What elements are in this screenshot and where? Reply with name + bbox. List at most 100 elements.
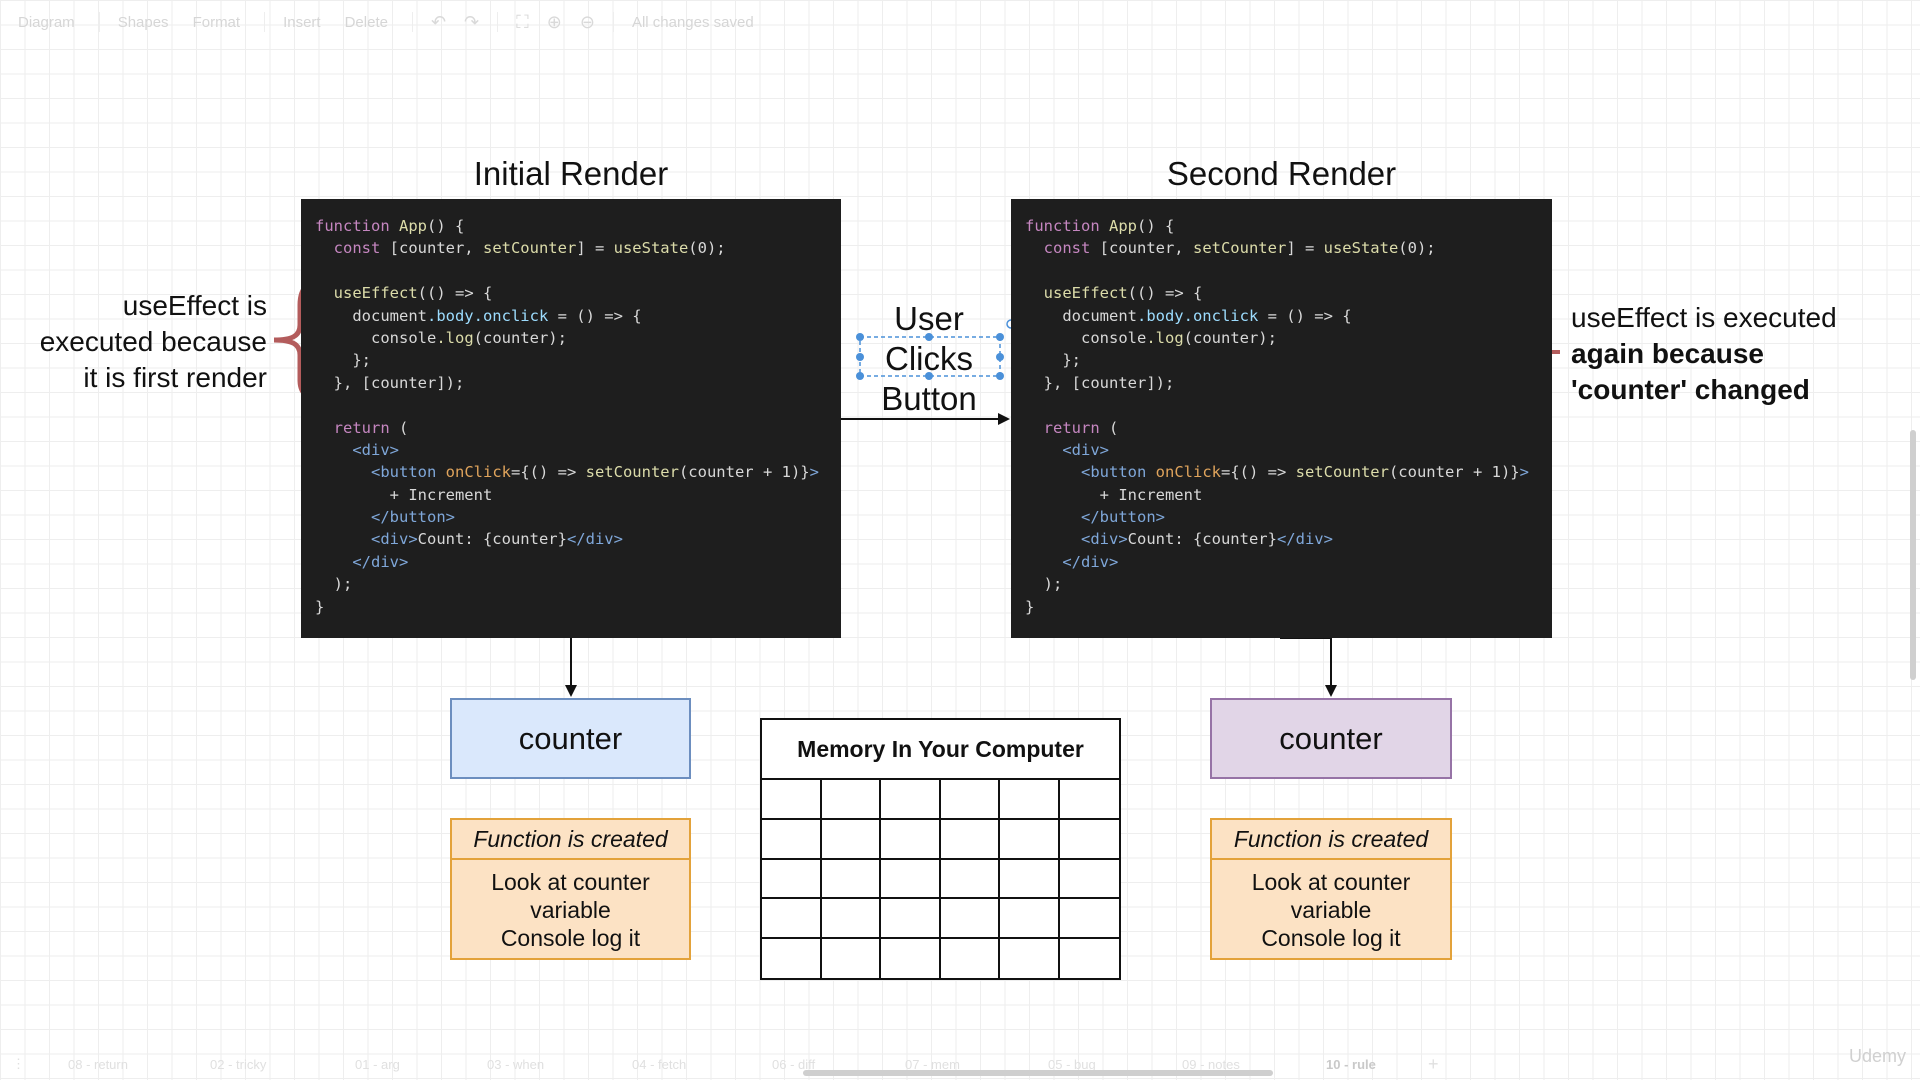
function-line: Console log it (1261, 925, 1401, 951)
page-tab[interactable]: 02 - tricky (210, 1056, 267, 1072)
insert-menu[interactable]: Insert (283, 13, 321, 31)
code-line: document.body.onclick = () => { (1025, 305, 1552, 327)
add-page-icon[interactable]: + (1428, 1053, 1439, 1074)
code-token: } (1025, 597, 1035, 616)
code-token: return (1025, 418, 1109, 437)
code-line: }; (315, 349, 841, 371)
code-token: document (315, 306, 427, 325)
code-token: console (315, 328, 437, 347)
page-tab[interactable]: 08 - return (68, 1056, 128, 1072)
code-token: .body.onclick (426, 306, 549, 325)
code-token: <div> (315, 440, 399, 459)
page-tab[interactable]: 01 - arg (355, 1056, 400, 1072)
function-box-body: Look at counter variable Console log it (1212, 860, 1450, 952)
memory-cell (881, 780, 941, 820)
code-token: = () => { (548, 306, 642, 325)
udemy-watermark: Udemy (1848, 1046, 1906, 1066)
code-token: <button (1025, 463, 1156, 482)
note-line: useEffect is executed (1571, 302, 1837, 333)
page-tab[interactable]: 03 - when (487, 1056, 545, 1072)
code-line: function App() { (1025, 215, 1552, 237)
code-token: .log (1146, 328, 1184, 347)
user-clicks-button-label[interactable]: User Clicks Button (849, 299, 1009, 419)
note-line-bold: 'counter' changed (1571, 374, 1810, 405)
code-line: <button onClick={() => setCounter(counte… (1025, 461, 1552, 483)
code-token: console (1025, 328, 1147, 347)
code-token: const (315, 239, 390, 258)
code-token: ); (315, 575, 353, 594)
page-tab[interactable]: 09 - notes (1182, 1056, 1240, 1072)
code-token: (counter + 1)} (678, 463, 810, 482)
page-tab-active[interactable]: 10 - rule (1326, 1056, 1376, 1072)
code-token: </div> (315, 552, 409, 571)
code-token: }; (1025, 351, 1081, 370)
memory-cell (1059, 899, 1119, 940)
code-line: useEffect(() => { (315, 282, 841, 304)
code-token: () { (427, 217, 465, 235)
format-menu[interactable]: Format (192, 13, 241, 31)
memory-cell (821, 859, 881, 900)
zoom-out-icon[interactable]: ⊖ (579, 11, 595, 32)
code-line (315, 260, 841, 282)
function-line: Look at counter (1251, 869, 1411, 895)
function-line: variable (1290, 897, 1372, 923)
horizontal-scrollbar[interactable] (803, 1070, 1273, 1076)
function-box-title: Function is created (1212, 820, 1450, 860)
initial-effect-note: useEffect is executed because it is firs… (10, 288, 267, 396)
delete-button[interactable]: Delete (344, 13, 388, 31)
code-token: ={() => (1220, 463, 1296, 482)
shapes-menu[interactable]: Shapes (117, 13, 169, 31)
initial-counter-box: counter (450, 698, 691, 779)
second-render-title: Second Render (1166, 155, 1397, 192)
memory-cell (762, 859, 822, 900)
code-token: Count: {counter} (417, 530, 567, 549)
memory-table: Memory In Your Computer (760, 718, 1121, 980)
code-line (315, 394, 841, 416)
code-line: <button onClick={() => setCounter(counte… (315, 461, 841, 483)
code-token: (counter); (473, 328, 567, 347)
code-line: <div> (1025, 439, 1552, 461)
second-counter-box: counter (1210, 698, 1452, 779)
code-token: = () => { (1258, 306, 1352, 325)
page-tab[interactable]: 04 - fetch (632, 1056, 687, 1072)
code-token: </div> (1276, 530, 1333, 549)
code-token: (counter + 1)} (1388, 463, 1520, 482)
code-token: App (1109, 217, 1137, 235)
code-line: } (315, 596, 841, 618)
code-line: }, [counter]); (315, 372, 841, 394)
code-line: + Increment (315, 484, 841, 506)
page-tab[interactable]: 07 - mem (905, 1056, 960, 1072)
code-token: return (315, 418, 399, 437)
code-line: <div>Count: {counter}</div> (315, 528, 841, 550)
code-token: setCounter (1192, 239, 1287, 258)
toolbar-separator (264, 12, 266, 32)
diagram-menu[interactable]: Diagram (18, 13, 75, 31)
code-token: (counter); (1183, 328, 1277, 347)
code-line: useEffect(() => { (1025, 282, 1552, 304)
toolbar-separator (497, 12, 499, 32)
code-token: () { (1137, 217, 1175, 235)
fullscreen-icon[interactable]: ⛶ (516, 11, 529, 32)
code-token: ] = (1286, 239, 1324, 258)
code-token: <div> (1025, 530, 1128, 549)
pages-menu-icon[interactable]: ⋮ (12, 1056, 25, 1071)
page-tab[interactable]: 05 - bug (1048, 1056, 1096, 1072)
page-tab[interactable]: 06 - diff (772, 1056, 816, 1072)
code-line: function App() { (315, 215, 841, 237)
code-line: return ( (1025, 417, 1552, 439)
memory-cell (940, 819, 1000, 860)
code-token: function (315, 217, 399, 235)
vertical-scrollbar[interactable] (1910, 430, 1916, 680)
code-token: useState (1323, 239, 1399, 258)
memory-cell (881, 939, 941, 979)
redo-icon[interactable]: ↷ (464, 11, 480, 32)
code-token: }, [counter]); (1025, 373, 1175, 392)
memory-cell (881, 819, 941, 860)
selection-handles[interactable] (856, 333, 1004, 380)
memory-cell (1000, 859, 1060, 900)
zoom-in-icon[interactable]: ⊕ (546, 11, 562, 32)
code-token: useEffect (1025, 284, 1128, 303)
toolbar: Diagram Shapes Format Insert Delete ↶ ↷ … (0, 0, 1920, 44)
undo-icon[interactable]: ↶ (430, 11, 447, 32)
code-token: + Increment (1025, 485, 1203, 504)
